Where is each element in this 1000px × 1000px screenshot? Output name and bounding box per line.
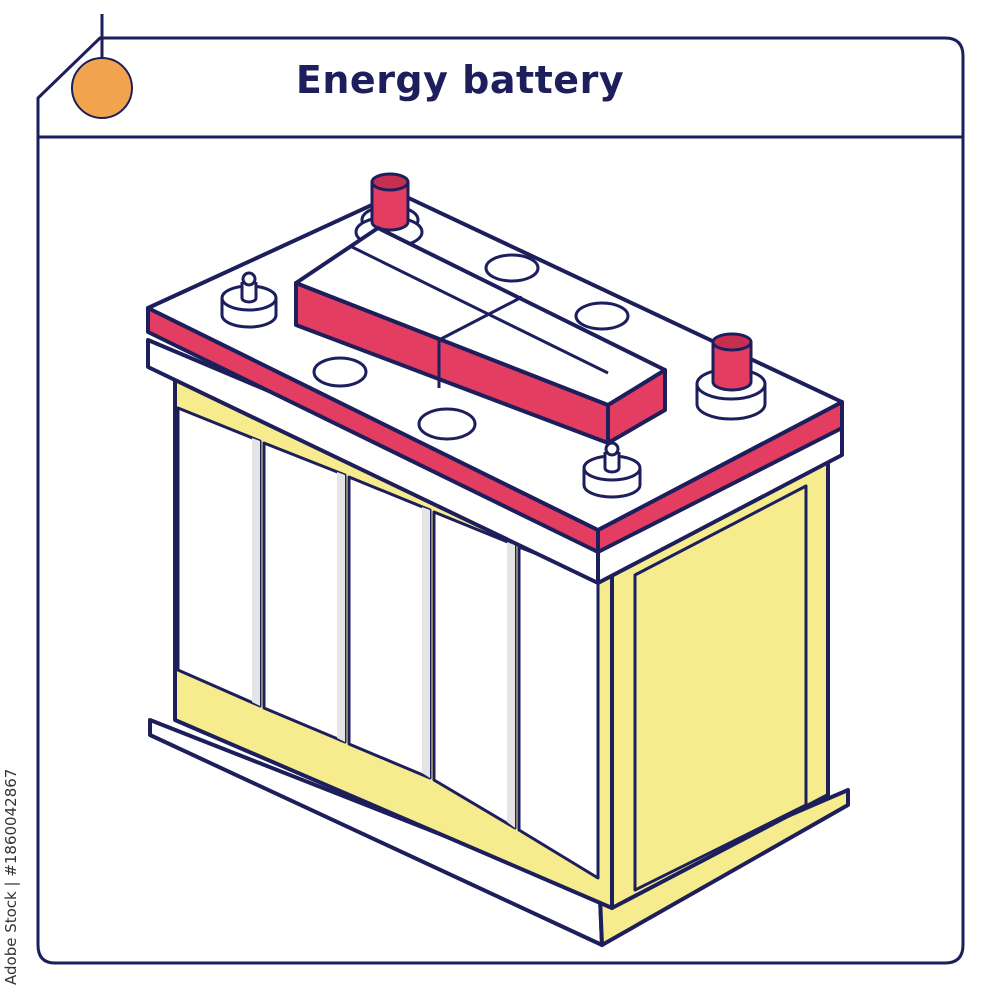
vent-cap-3 <box>484 253 540 283</box>
post-right <box>582 441 642 499</box>
case-right-panel <box>633 484 808 892</box>
stock-id-watermark: Adobe Stock | #1860042867 <box>2 768 20 985</box>
cell-3 <box>347 475 432 780</box>
handle-block <box>294 226 667 445</box>
cell-2 <box>262 441 347 744</box>
cell-group <box>176 406 600 880</box>
handle-top <box>294 226 667 407</box>
vent-cap-4 <box>574 301 630 331</box>
page-title: Energy battery <box>295 58 625 102</box>
orange-circle-icon <box>71 57 133 119</box>
cell-5 <box>517 545 600 880</box>
vent-cap-1 <box>312 356 368 388</box>
post-left <box>220 271 278 329</box>
battery <box>146 172 850 947</box>
terminal-positive <box>695 332 767 421</box>
cell-1 <box>176 406 262 708</box>
cell-4 <box>432 510 517 830</box>
cell-shadows <box>252 438 515 828</box>
vent-cap-2 <box>417 407 477 441</box>
